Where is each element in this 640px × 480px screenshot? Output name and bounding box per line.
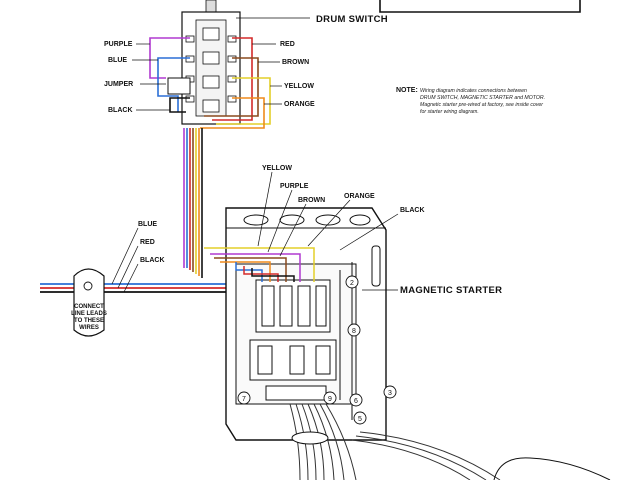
starter-label-brown: BROWN	[298, 197, 325, 204]
note-label: NOTE:	[396, 87, 418, 94]
note-line: DRUM SWITCH, MAGNETIC STARTER and MOTOR.	[420, 95, 545, 101]
drum-label-orange: ORANGE	[284, 101, 315, 108]
jumper-block	[167, 77, 191, 95]
note-box-fragment	[379, 0, 581, 13]
line-connector	[73, 268, 105, 337]
connect-text: CONNECT	[74, 304, 104, 310]
connect-text: LINE LEADS	[71, 311, 107, 317]
terminal-strip	[265, 385, 327, 401]
drum-label-blue: BLUE	[108, 57, 127, 64]
terminal-label: 6	[354, 398, 358, 405]
starter-label-black: BLACK	[400, 207, 425, 214]
magnetic-starter	[225, 207, 387, 441]
drum-label-leaders	[132, 17, 310, 111]
starter-label-orange: ORANGE	[344, 193, 375, 200]
contactor	[255, 279, 331, 333]
yellow-wire-loop	[216, 77, 271, 125]
drum-label-brown: BROWN	[282, 59, 309, 66]
terminal-label: 5	[358, 416, 362, 423]
brown-wire-loop	[204, 57, 259, 117]
line-label-blue: BLUE	[138, 221, 157, 228]
connect-text: WIRES	[79, 325, 99, 331]
terminal-label: 7	[242, 396, 246, 403]
terminal-label: 2	[350, 280, 354, 287]
terminal-label: 3	[388, 390, 392, 397]
red-wire-loop	[212, 37, 253, 121]
starter-label-leaders	[257, 171, 399, 291]
orange-wire-loop	[200, 97, 265, 129]
terminal-label: 8	[352, 328, 356, 335]
starter-label-purple: PURPLE	[280, 183, 309, 190]
note-line: Magnetic starter pre-wired at factory, s…	[420, 102, 543, 108]
drum-switch	[167, 0, 241, 125]
drum-label-black: BLACK	[108, 107, 133, 114]
drum-switch-title: DRUM SWITCH	[316, 14, 388, 25]
blue-line-lead	[40, 262, 237, 285]
starter-label-yellow: YELLOW	[262, 165, 292, 172]
vertical-wire-bundle	[183, 128, 203, 278]
terminal-label: 9	[328, 396, 332, 403]
motor-outline	[493, 457, 611, 480]
starter-wires	[204, 247, 353, 420]
overload-relay	[249, 339, 337, 381]
drum-switch-wires	[149, 37, 271, 129]
note-line: for starter wiring diagram.	[420, 109, 479, 115]
line-lead-leaders	[111, 227, 139, 293]
magnetic-starter-title: MAGNETIC STARTER	[400, 285, 502, 296]
note-line: Wiring diagram indicates connections bet…	[420, 88, 527, 94]
drum-label-red: RED	[280, 41, 295, 48]
drum-label-yellow: YELLOW	[284, 83, 314, 90]
line-label-black: BLACK	[140, 257, 165, 264]
drum-label-purple: PURPLE	[104, 41, 133, 48]
motor-cable-bundle	[289, 403, 501, 480]
connect-text: TO THESE	[74, 318, 104, 324]
drum-switch-shaft	[205, 0, 217, 13]
terminal-markers: 2 8 7 9 3 6 5	[237, 275, 397, 425]
drum-label-jumper: JUMPER	[104, 81, 133, 88]
line-lead-wires	[40, 262, 253, 293]
black-wire-loop	[169, 97, 190, 113]
blue-wire-loop	[157, 57, 190, 112]
knockouts	[243, 214, 381, 287]
line-label-red: RED	[140, 239, 155, 246]
